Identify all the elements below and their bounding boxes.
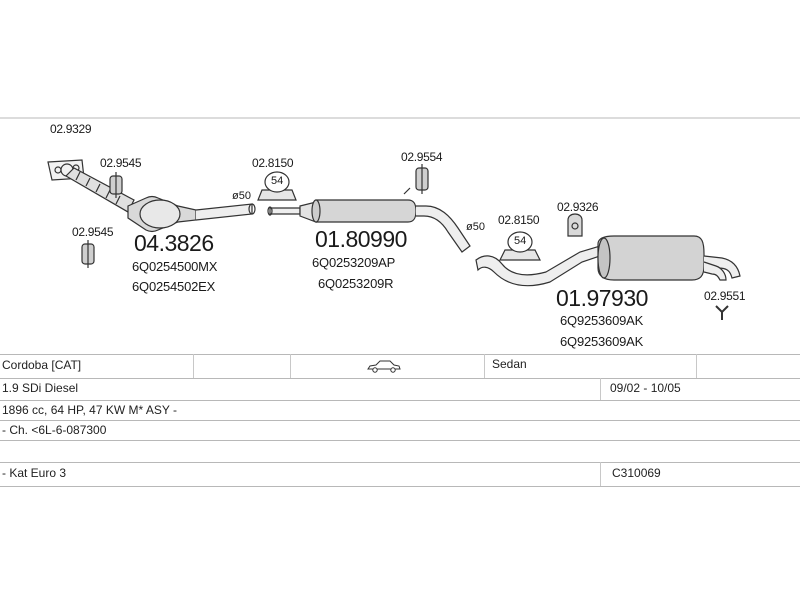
part-number-clamp-mid: 02.9554 [401,150,443,164]
main-part-number-rear: 01.97930 [556,285,648,311]
oem-number: 6Q0253209R [318,276,394,291]
oem-number: 6Q9253609AK [560,334,644,349]
specs-cell: 1896 cc, 64 HP, 47 KW M* ASY - [2,403,177,417]
catalytic-converter-icon [127,195,256,233]
rear-pipe-icon [475,245,601,287]
rubber-hanger-icon [499,231,541,261]
table-divider [0,400,800,401]
table-divider [0,462,800,463]
pipe-diameter-label: ø50 [466,221,485,233]
part-number-bolt: 02.9551 [704,289,746,303]
pipe-diameter-label: ø50 [232,190,251,202]
system-code-cell: C310069 [612,466,661,480]
table-divider [0,420,800,421]
table-column-divider [600,378,601,400]
main-part-number-mid: 01.80990 [315,226,407,252]
emission-cell: - Kat Euro 3 [2,466,67,480]
middle-silencer-icon [267,199,471,253]
hanger-icon [567,213,583,237]
main-part-number-cat: 04.3826 [134,230,214,256]
table-column-divider [484,354,485,378]
hanger-size-label: 54 [514,235,527,247]
chassis-cell: - Ch. <6L-6-087300 [2,423,107,437]
exhaust-system-drawing [0,117,800,320]
flex-pipe-icon [65,167,135,213]
engine-cell: 1.9 SDi Diesel [2,381,79,395]
part-number-hanger-rear: 02.8150 [498,213,540,227]
table-divider [0,486,800,487]
oem-number: 6Q0253209AP [312,255,396,270]
bolt-icon [715,305,729,320]
rubber-hanger-icon [257,171,297,201]
oem-number: 6Q0254502EX [132,279,216,294]
table-column-divider [600,462,601,486]
part-number-hanger-front: 02.8150 [252,156,294,170]
table-divider [0,378,800,379]
table-column-divider [290,354,291,378]
part-number-clamp-front: 02.9545 [100,156,142,170]
clamp-icon [109,172,123,198]
table-divider [0,440,800,441]
model-cell: Cordoba [CAT] [2,358,82,372]
table-column-divider [193,354,194,378]
clamp-icon [403,164,429,195]
table-divider [0,354,800,355]
years-cell: 09/02 - 10/05 [610,381,681,395]
part-number-clamp-lower: 02.9545 [72,225,114,239]
hanger-size-label: 54 [271,175,284,187]
clamp-icon [81,240,95,268]
sedan-car-icon [367,360,401,373]
oem-number: 6Q9253609AK [560,313,644,328]
part-number-hanger-silencer: 02.9326 [557,200,599,214]
exhaust-diagram: 02.9329 02.9545 02.9545 02.8150 02.9554 … [0,117,800,349]
body-type-cell: Sedan [492,357,527,371]
part-number-flange: 02.9329 [50,122,92,136]
rear-silencer-icon [597,235,741,281]
table-column-divider [696,354,697,378]
oem-number: 6Q0254500MX [132,259,218,274]
